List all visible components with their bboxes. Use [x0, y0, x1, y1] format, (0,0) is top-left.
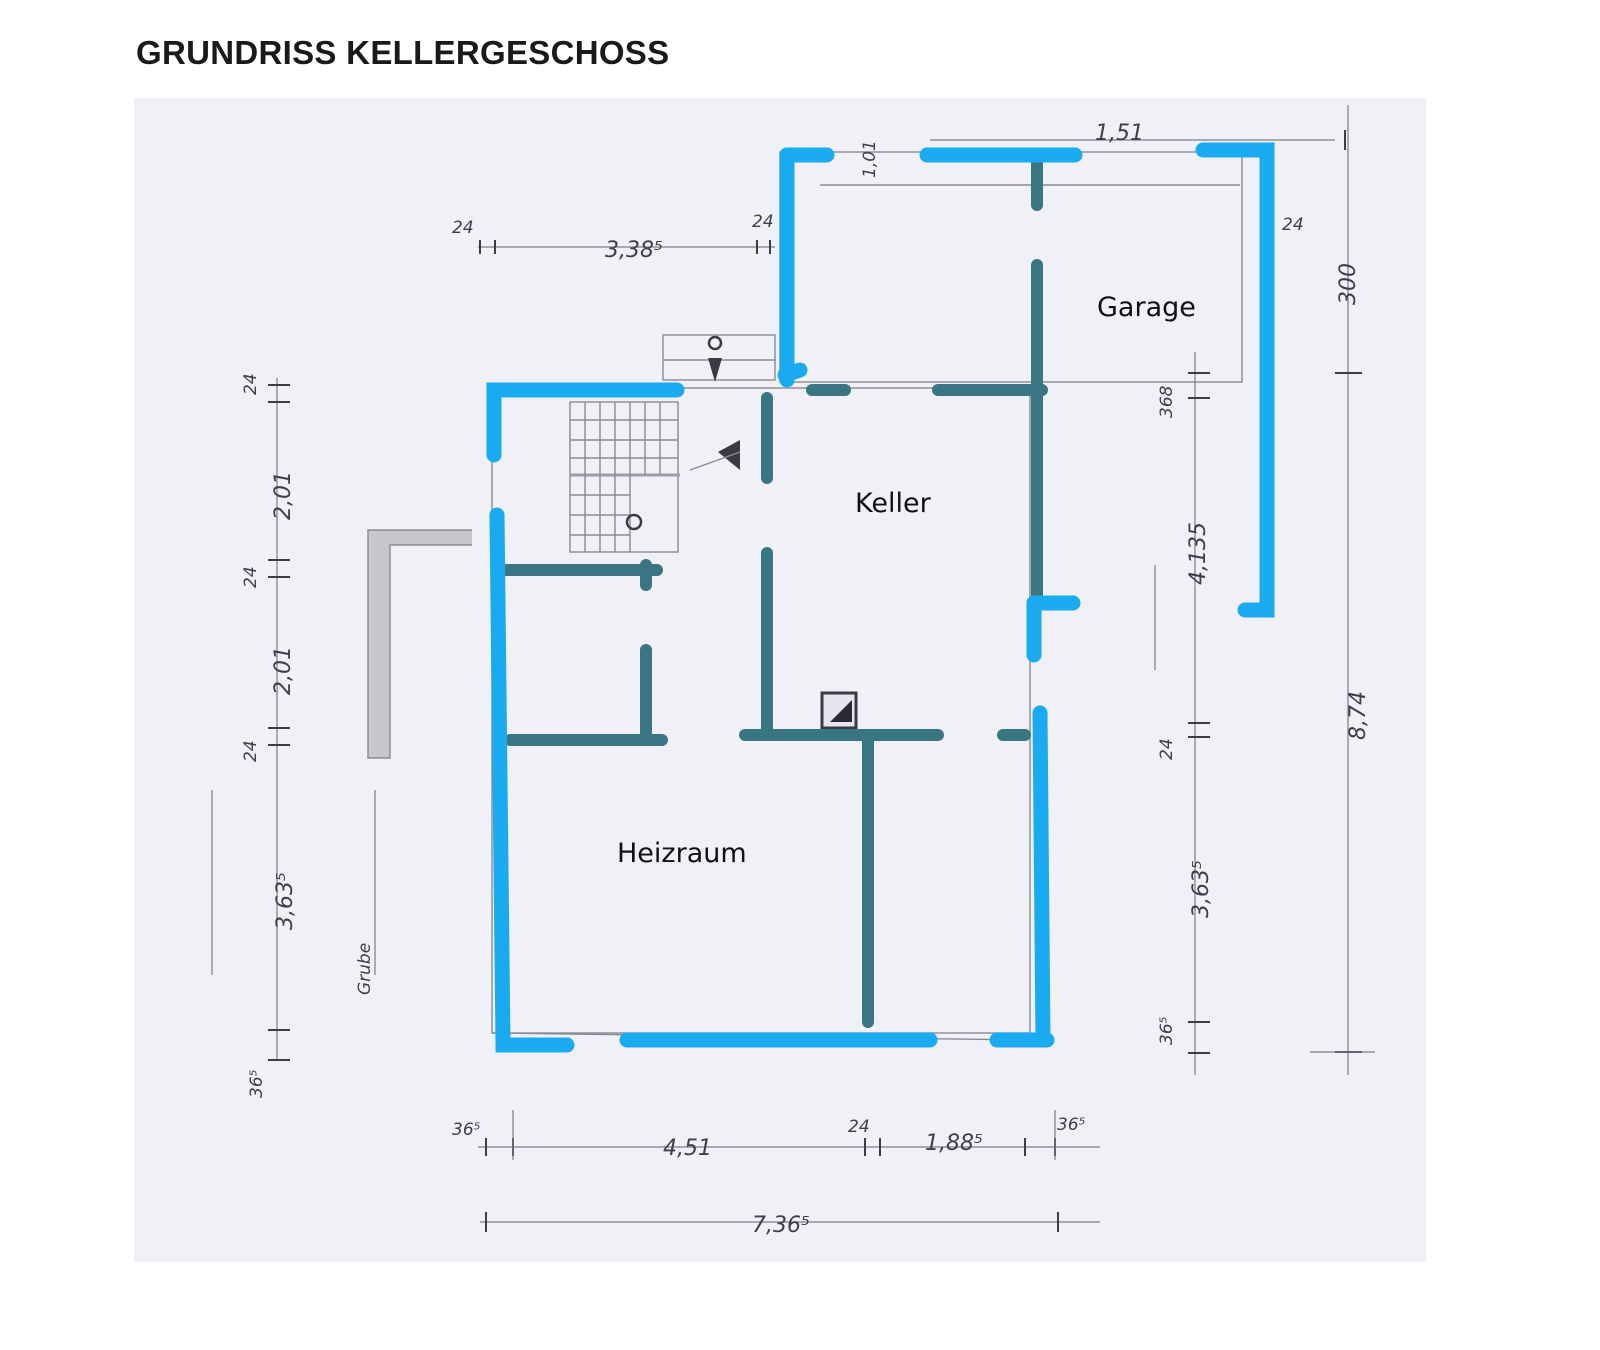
- room-labels: Garage Keller Heizraum: [617, 292, 1196, 869]
- dim-garage-151: 1,51: [1095, 121, 1144, 146]
- dimension-labels: 24 3,38⁵ 24 1,01 1,51 24 300 368 4,135 2…: [241, 121, 1371, 1238]
- pencil-layer: [211, 105, 1375, 1232]
- dim-left-201-b: 2,01: [271, 646, 296, 695]
- dim-garage-101: 1,01: [860, 140, 880, 178]
- dim-right-3635: 3,63⁵: [1189, 860, 1214, 918]
- dim-bottom-total: 7,36⁵: [752, 1213, 810, 1238]
- page-title: GRUNDRISS KELLERGESCHOSS: [136, 34, 670, 71]
- dim-left-24-c: 24: [241, 740, 261, 762]
- dim-bottom-451: 4,51: [663, 1136, 712, 1161]
- dim-far-right-874: 8,74: [1346, 691, 1371, 740]
- dim-left-365: 36⁵: [247, 1069, 267, 1098]
- dim-left-24-b: 24: [241, 566, 261, 588]
- dim-right-368: 368: [1157, 385, 1177, 418]
- interior-walls: [501, 157, 1048, 1028]
- dim-left-24-a: 24: [241, 373, 261, 395]
- dim-bottom-24: 24: [848, 1117, 870, 1137]
- dim-top-24-left: 24: [452, 218, 474, 238]
- grube-outline: [367, 529, 472, 759]
- staircase: [569, 334, 776, 553]
- dim-right-365: 36⁵: [1157, 1016, 1177, 1045]
- dim-bottom-1885: 1,88⁵: [925, 1131, 983, 1156]
- room-label-heizraum: Heizraum: [617, 838, 747, 869]
- dim-bottom-365-left: 36⁵: [452, 1120, 481, 1140]
- dim-right-4135: 4,135: [1186, 522, 1211, 585]
- room-label-keller: Keller: [855, 488, 932, 519]
- dim-left-3635: 3,63⁵: [273, 872, 298, 930]
- dim-garage-24: 24: [1282, 215, 1304, 235]
- dim-right-24: 24: [1157, 738, 1177, 760]
- grube-label: Grube: [355, 943, 375, 995]
- dim-top-338: 3,38⁵: [605, 238, 663, 263]
- exterior-walls: [486, 142, 1275, 1053]
- dim-left-201-a: 2,01: [271, 471, 296, 520]
- room-label-garage: Garage: [1097, 292, 1196, 323]
- dim-bottom-365-right: 36⁵: [1057, 1115, 1086, 1135]
- dim-top-24-right: 24: [752, 212, 774, 232]
- dim-right-300: 300: [1336, 263, 1361, 305]
